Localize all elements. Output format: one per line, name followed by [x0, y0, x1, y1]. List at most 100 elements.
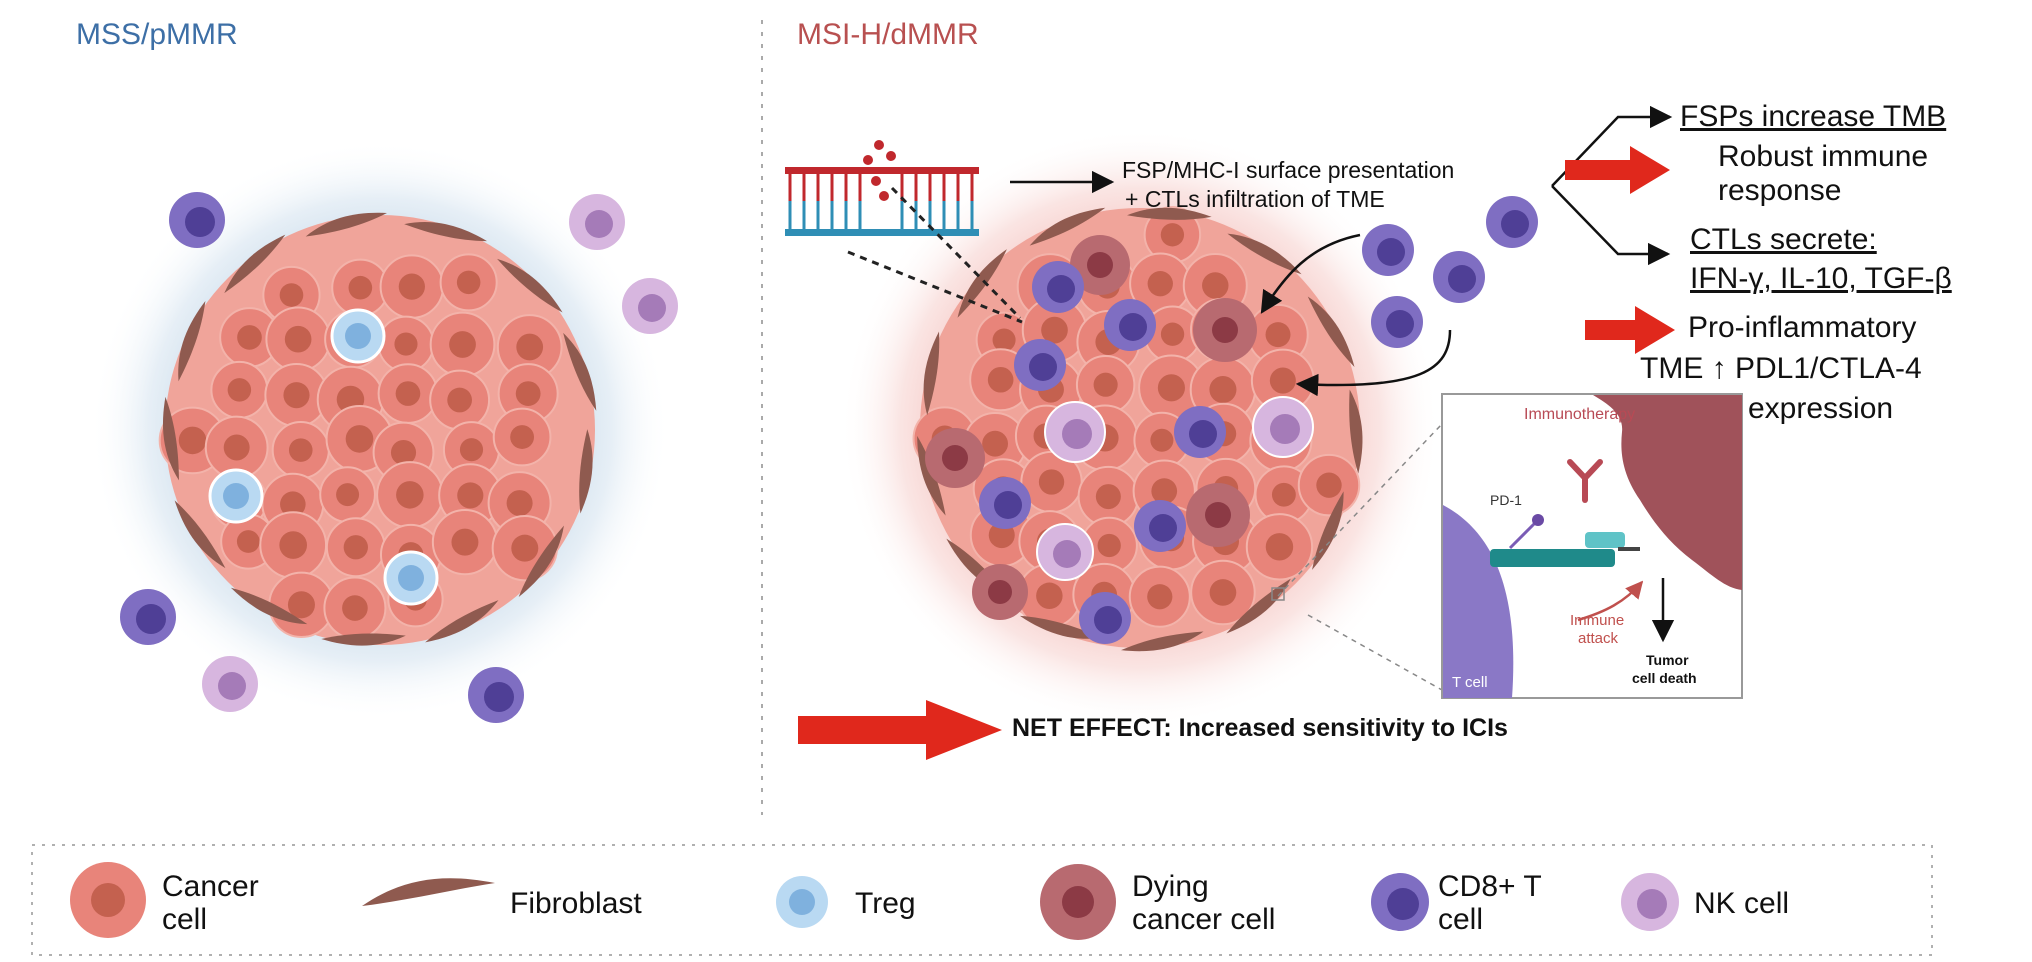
legend-cd8-icon — [1371, 873, 1429, 931]
legend-icons — [70, 862, 1679, 940]
inset-immunotherapy-label: Immunotherapy — [1524, 406, 1636, 423]
mss-tumor — [90, 140, 678, 723]
cd8-t-cell — [1032, 261, 1084, 313]
t-cell-shape — [1443, 505, 1514, 698]
cd8-t-cell — [1486, 196, 1538, 248]
inset-tcell-label: T cell — [1452, 674, 1488, 691]
fibroblast — [425, 600, 499, 643]
inset-immune-attack-line2: attack — [1578, 630, 1619, 647]
nk-cell — [1036, 523, 1094, 581]
presentation-text-line2: + CTLs infiltration of TME — [1125, 186, 1385, 212]
fibroblast — [1226, 578, 1291, 634]
inset-tumor-death-line1: Tumor — [1646, 652, 1689, 668]
cancer-cell — [492, 407, 552, 467]
treg-cell — [383, 550, 439, 606]
legend-fibroblast-line1: Fibroblast — [510, 887, 642, 920]
legend-dying-label: Dying cancer cell — [1132, 870, 1275, 936]
msi-tumor — [840, 128, 1538, 728]
cancer-cell — [431, 509, 499, 576]
infiltration-arrow — [1260, 233, 1361, 314]
cancer-cell — [1129, 252, 1192, 315]
cd8-t-cell — [1104, 299, 1156, 351]
fibroblast — [162, 396, 179, 481]
nk-cell — [569, 194, 625, 250]
fibroblast — [178, 300, 206, 382]
cancer-cell — [429, 369, 491, 431]
legend-fibroblast-icon — [362, 878, 495, 906]
legend-treg-line1: Treg — [855, 887, 916, 920]
proinflammatory-line3: expression — [1748, 392, 1894, 425]
mss-fibroblasts — [162, 212, 597, 646]
fsp-tmb-text: FSPs increase TMB — [1680, 100, 1947, 133]
cd8-t-cell — [1371, 296, 1423, 348]
mss-treg-cells — [208, 308, 439, 606]
fibroblast — [1307, 296, 1355, 367]
cancer-cell — [323, 576, 387, 640]
receptor-complex-icon — [1490, 532, 1640, 567]
legend-treg-label: Treg — [855, 887, 916, 920]
fibroblast — [230, 587, 308, 625]
fibroblast — [1127, 207, 1212, 220]
fibroblast — [923, 331, 940, 416]
cancer-cell — [1138, 354, 1205, 422]
cancer-cell — [1020, 450, 1083, 514]
legend-cd8-line2: cell — [1438, 903, 1484, 936]
cancer-cell — [1128, 565, 1191, 628]
immunotherapy-inset — [1441, 393, 1743, 699]
legend-box — [31, 844, 1933, 956]
dying-cancer-cell — [972, 564, 1028, 620]
legend-nk-line1: NK cell — [1694, 887, 1790, 920]
fibroblast — [579, 429, 593, 514]
fibroblast — [1120, 631, 1204, 652]
fibroblast — [321, 633, 406, 646]
robust-text-line1: Robust immune — [1718, 140, 1929, 173]
treg-cell — [330, 308, 386, 364]
legend-nk-icon — [1621, 873, 1679, 931]
inset-tumor-death-line2: cell death — [1632, 670, 1697, 686]
fibroblast — [305, 212, 387, 237]
treg-cell — [208, 468, 264, 524]
legend-cancer-label: Cancer cell — [162, 870, 259, 936]
legend-cancer-line2: cell — [162, 903, 208, 936]
fibroblast — [1349, 389, 1363, 474]
cancer-cell — [325, 517, 386, 578]
cancer-cell — [376, 461, 444, 529]
nk-cell — [202, 656, 258, 712]
cancer-cell — [1297, 453, 1361, 517]
cd8-t-cell — [1014, 339, 1066, 391]
legend-cd8-line1: CD8+ T — [1438, 870, 1542, 903]
legend-treg-icon — [776, 876, 828, 928]
cancer-cell — [1247, 303, 1309, 366]
net-effect-text: NET EFFECT: Increased sensitivity to ICI… — [1012, 714, 1508, 742]
cd8-t-cell — [468, 667, 524, 723]
cancer-cell — [319, 466, 376, 524]
cd8-t-cell — [1174, 406, 1226, 458]
cancer-cell — [1245, 513, 1314, 581]
fibroblast — [1029, 207, 1106, 246]
fibroblast — [174, 500, 226, 569]
cancer-cell — [1254, 465, 1314, 525]
cd8-t-cell — [1362, 224, 1414, 276]
cd8-t-cell — [1134, 500, 1186, 552]
cancer-cell — [1143, 206, 1202, 264]
cd8-t-cell — [1079, 592, 1131, 644]
cd8-t-cell — [120, 589, 176, 645]
inset-immune-attack-line1: Immune — [1570, 612, 1625, 629]
dying-cancer-cell — [1193, 298, 1257, 362]
legend-dying-line1: Dying — [1132, 870, 1209, 903]
cancer-cell — [377, 363, 439, 424]
cytokines-text: IFN-γ, IL-10, TGF-β — [1690, 262, 1952, 295]
msi-cd8-cells — [979, 261, 1226, 644]
robust-text-line2: response — [1718, 174, 1842, 207]
fibroblast — [1019, 615, 1102, 639]
tumor-cell-shape — [1593, 395, 1742, 590]
cancer-cell — [379, 254, 445, 319]
mss-outside-cells — [120, 192, 678, 723]
inset-pd1-label: PD-1 — [1490, 492, 1522, 508]
cancer-cell — [1190, 559, 1256, 626]
red-arrow-net-effect — [798, 700, 1002, 760]
cd8-t-cell — [169, 192, 225, 248]
nk-cell — [622, 278, 678, 334]
dying-cancer-cell — [1070, 235, 1130, 295]
